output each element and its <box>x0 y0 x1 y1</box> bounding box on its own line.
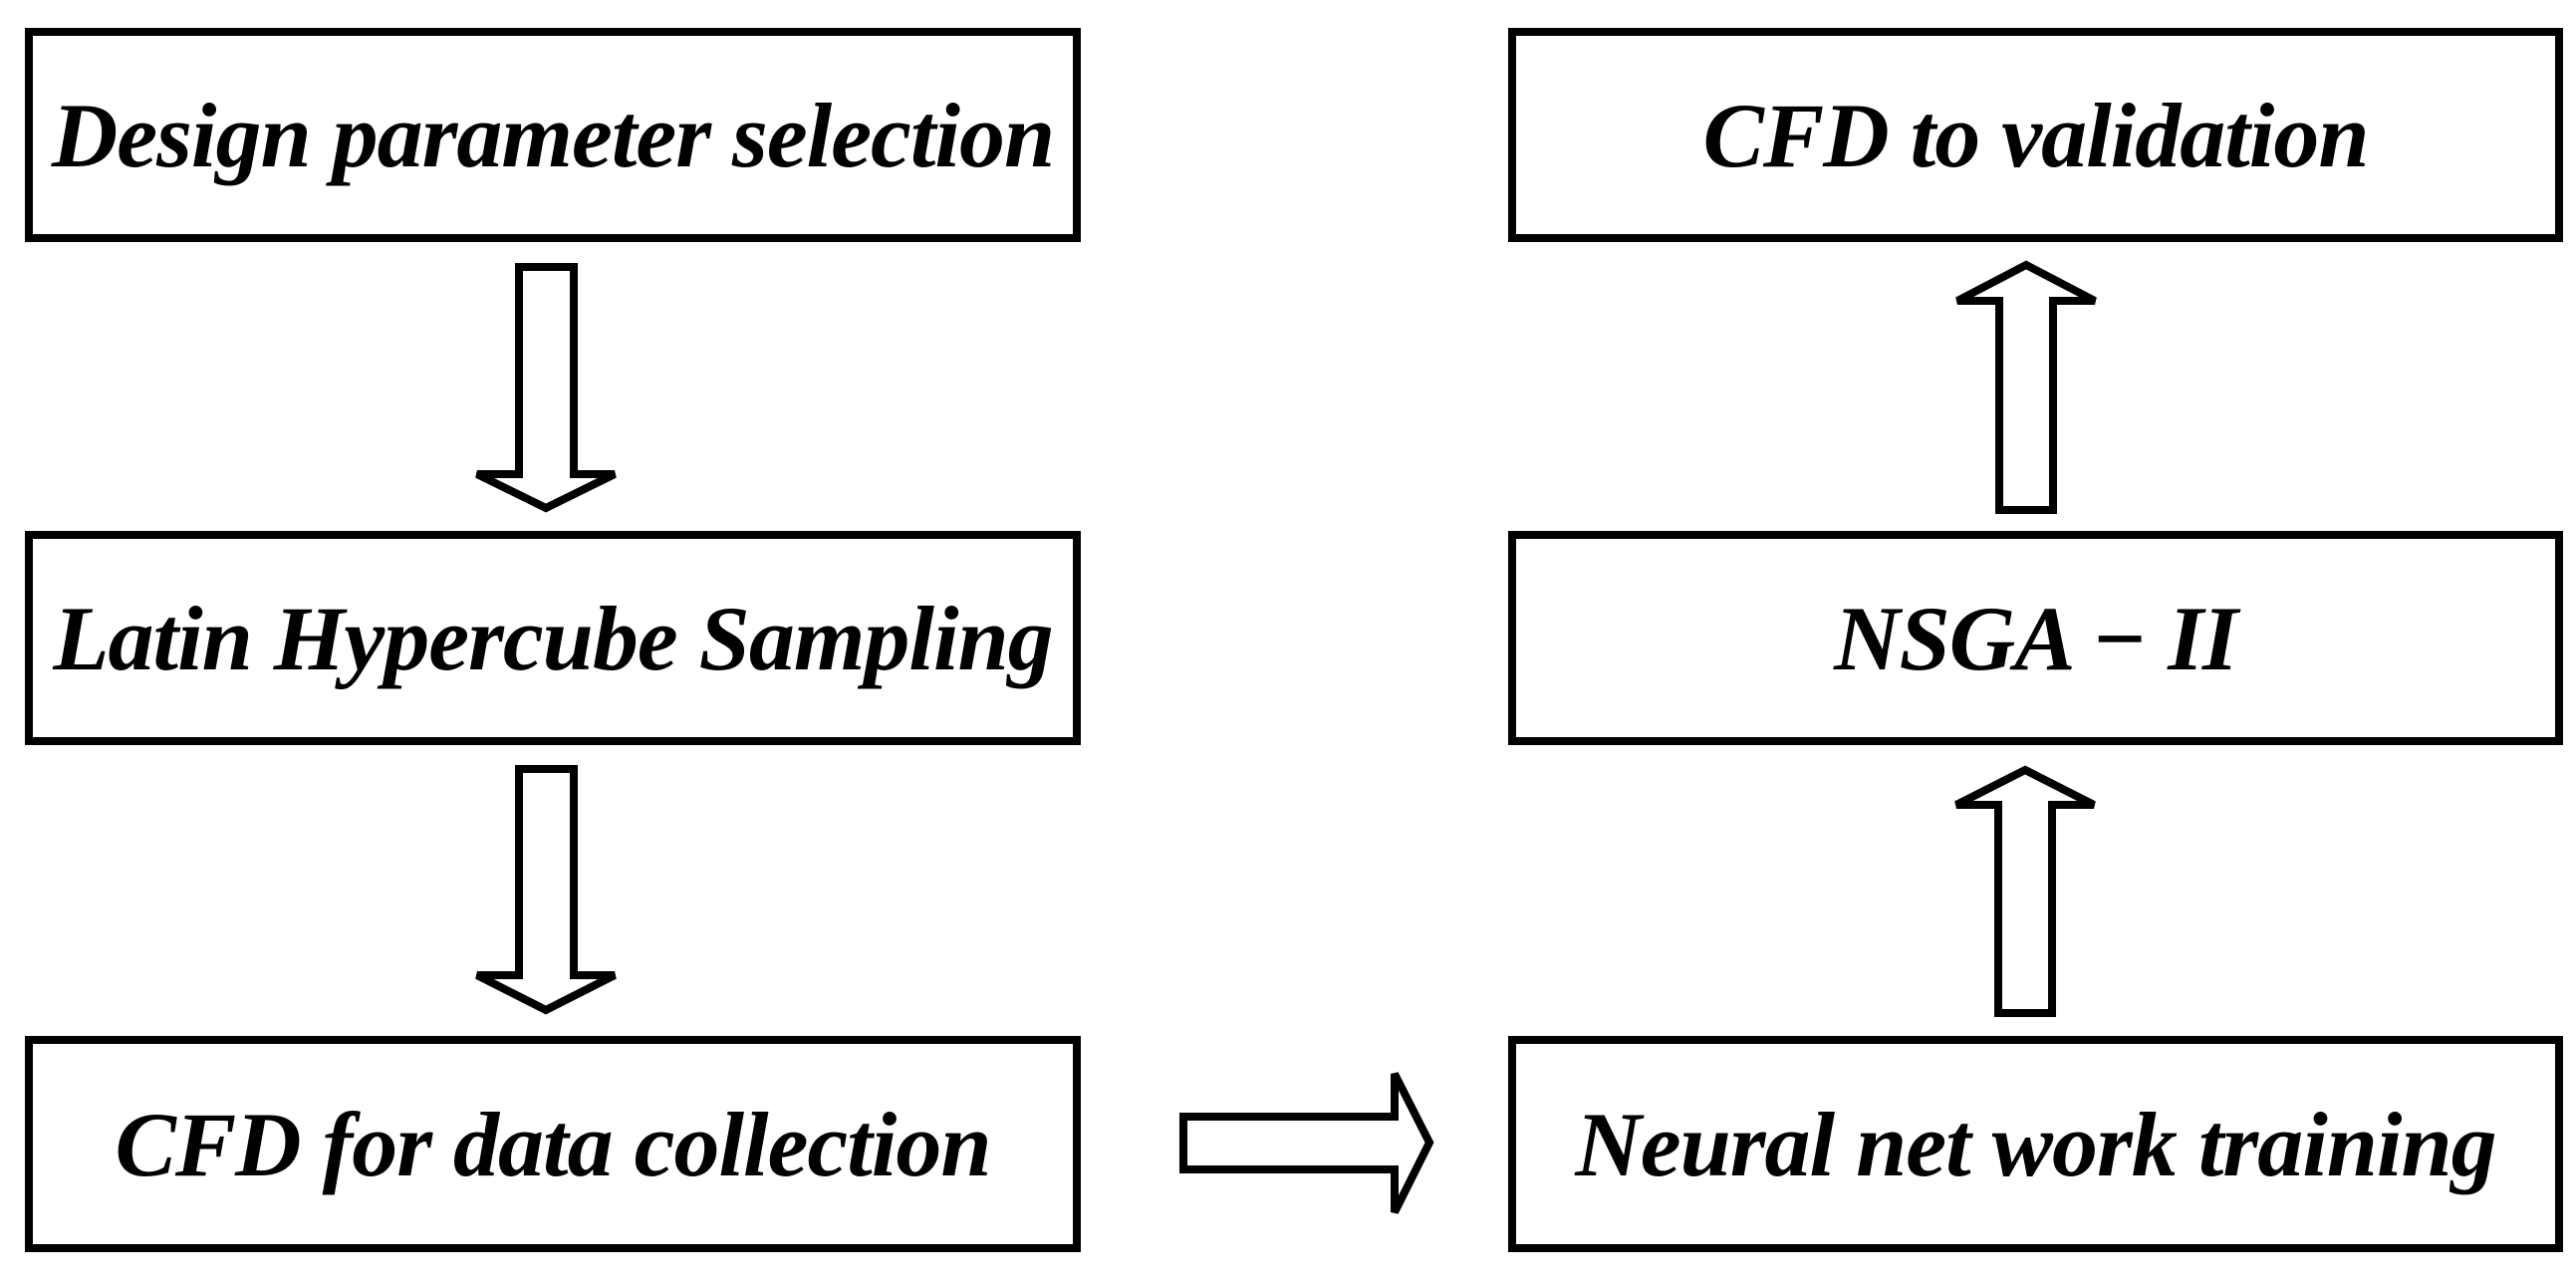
flow-box-label: Design parameter selection <box>51 84 1055 186</box>
up-arrow-icon-2 <box>1955 260 2097 514</box>
flow-box-latin-hypercube-sampling: Latin Hypercube Sampling <box>25 531 1081 745</box>
up-arrow-icon-1 <box>1954 765 2096 1017</box>
down-arrow-icon-2 <box>475 765 617 1015</box>
flow-box-label: CFD for data collection <box>115 1093 991 1195</box>
flow-box-cfd-to-validation: CFD to validation <box>1508 28 2563 242</box>
flow-box-label: CFD to validation <box>1702 84 2370 186</box>
flow-box-cfd-for-data-collection: CFD for data collection <box>25 1036 1081 1252</box>
flow-box-label: NSGA − II <box>1834 587 2238 689</box>
flow-box-neural-net-work-training: Neural net work training <box>1508 1036 2563 1252</box>
flow-box-design-parameter-selection: Design parameter selection <box>25 28 1081 242</box>
flow-box-nsga-ii: NSGA − II <box>1508 531 2563 745</box>
flow-box-label: Latin Hypercube Sampling <box>53 587 1053 689</box>
flow-box-label: Neural net work training <box>1575 1093 2496 1195</box>
right-arrow-icon <box>1179 1072 1434 1214</box>
down-arrow-icon-1 <box>475 263 617 513</box>
